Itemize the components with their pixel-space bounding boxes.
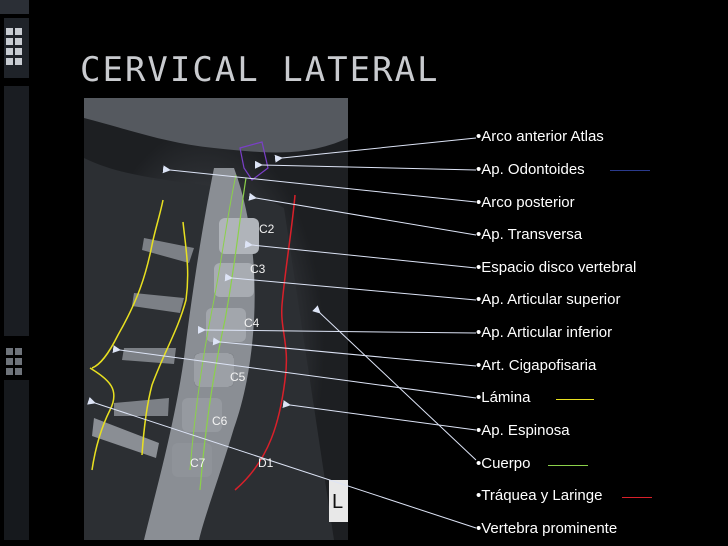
list-item: •Ap. Odontoides: [476, 161, 585, 178]
arrow-arco-posterior: [162, 165, 477, 203]
arrow-odontoides: [254, 160, 477, 171]
arrow-transversa: [248, 192, 477, 236]
arrow-lamina: [112, 345, 477, 399]
arrow-cigapofisaria: [212, 337, 477, 367]
vertebra-label-c2: C2: [259, 222, 275, 236]
lamina-line-inner: [89, 367, 115, 471]
list-item: •Ap. Espinosa: [476, 422, 570, 439]
arrow-disco: [244, 240, 477, 269]
cuerpo-color-swatch: [548, 465, 588, 466]
lamina-line-posterior: [91, 199, 164, 369]
vertebra-label-c4: C4: [244, 316, 260, 330]
body-line-inner: [189, 174, 237, 471]
film-marker: L: [332, 491, 343, 513]
list-item: •Espacio disco vertebral: [476, 259, 637, 276]
vertebra-label-c6: C6: [212, 414, 228, 428]
list-item: •Cuerpo: [476, 455, 531, 472]
arrow-articular-superior: [224, 273, 477, 301]
lamina-line-anterior: [141, 221, 189, 456]
list-item: •Tráquea y Laringe: [476, 487, 603, 504]
corner-decoration: [0, 0, 29, 540]
list-item: •Arco posterior: [476, 194, 575, 211]
odontoides-color-swatch: [610, 170, 650, 171]
list-item: •Vertebra prominente: [476, 520, 618, 537]
traquea-color-swatch: [622, 497, 652, 498]
arrow-espinosa: [312, 305, 477, 461]
vertebra-label-c3: C3: [250, 262, 266, 276]
list-item: •Ap. Transversa: [476, 226, 583, 243]
odontoid-outline: [239, 141, 269, 181]
list-item: •Ap. Articular inferior: [476, 324, 613, 341]
arrow-articular-inferior: [197, 325, 477, 334]
list-item: •Art. Cigapofisaria: [476, 357, 597, 374]
lamina-color-swatch: [556, 399, 594, 400]
vertebra-label-d1: D1: [258, 456, 274, 470]
list-item: •Arco anterior Atlas: [476, 128, 604, 145]
arrow-cuerpo: [282, 400, 477, 431]
body-line: [199, 177, 247, 491]
vertebra-label-c5: C5: [230, 370, 246, 384]
arrow-arco-anterior: [274, 137, 477, 163]
arrow-vertebra-prominente: [87, 397, 477, 529]
slide-title: CERVICAL LATERAL: [80, 50, 440, 90]
trachea-line: [234, 194, 296, 491]
list-item: •Ap. Articular superior: [476, 291, 621, 308]
list-item: •Lámina: [476, 389, 531, 406]
vertebra-label-c7: C7: [190, 456, 206, 470]
cervical-xray-image: L: [84, 98, 348, 540]
